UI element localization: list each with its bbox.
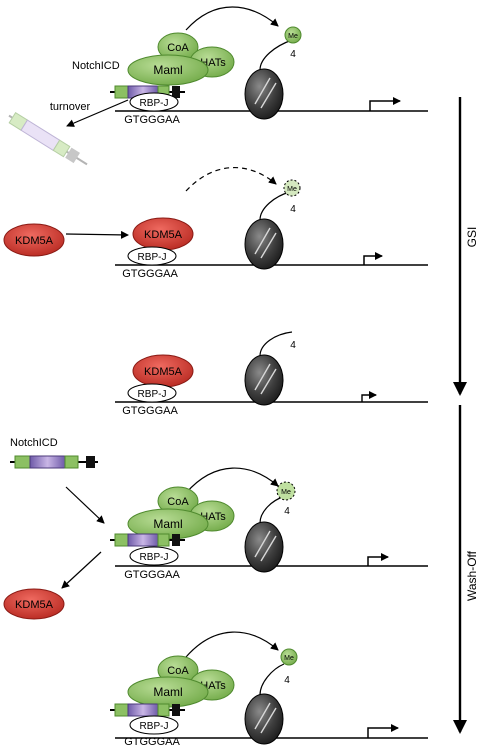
turnover-arrow [66, 99, 129, 127]
rbpj-label: RBP-J [140, 721, 169, 732]
kdm5a-label: KDM5A [144, 366, 183, 378]
washoff-timeline: Wash-Off [453, 405, 479, 734]
maml-label: Maml [153, 63, 182, 77]
histone-tail [259, 331, 293, 357]
nucleosome [244, 354, 284, 406]
kdm5a-label: KDM5A [15, 235, 54, 247]
coa-label: CoA [167, 496, 189, 508]
motif-label: GTGGGAA [124, 114, 180, 126]
me-label: Me [287, 186, 297, 193]
panel-3: 4 KDM5A RBP-J GTGGGAA [115, 331, 428, 417]
binding-arrow [65, 486, 105, 524]
kdm5a-label: KDM5A [144, 229, 183, 241]
washoff-label: Wash-Off [465, 550, 479, 601]
notchicd-label: NotchICD [72, 60, 120, 72]
histone-tail [259, 191, 291, 221]
maml-label: Maml [153, 685, 182, 699]
rbpj-label: RBP-J [140, 98, 169, 109]
panel-2: Me 4 KDM5A KDM5A RBP-J GTGGGAA [3, 167, 428, 280]
maml-label: Maml [153, 517, 182, 531]
maml-protein [127, 54, 209, 86]
me-mark-returning [276, 481, 296, 501]
hat-activity-arrow [185, 6, 279, 31]
me-label: Me [288, 33, 298, 40]
me-mark [284, 26, 302, 44]
tss-arrow [361, 391, 377, 402]
me-mark-fading [283, 179, 301, 197]
degraded-notchicd [8, 111, 88, 166]
panel-5: Me 4 CoA HATs Maml RBP-J GTGGGAA [110, 631, 428, 748]
k4-label: 4 [290, 204, 296, 215]
nucleosome [244, 693, 284, 745]
motif-label: GTGGGAA [122, 268, 178, 280]
motif-label: GTGGGAA [124, 736, 180, 748]
kdm5a-released [3, 588, 65, 620]
kdm5a-label: KDM5A [15, 599, 54, 611]
coa-label: CoA [167, 665, 189, 677]
notchicd-label: NotchICD [10, 437, 58, 449]
turnover-label: turnover [50, 101, 91, 113]
rbpj-label: RBP-J [140, 552, 169, 563]
k4-label: 4 [284, 675, 290, 686]
hat-activity-arrow [185, 467, 279, 494]
rbpj-protein [127, 383, 177, 403]
me-label: Me [281, 489, 291, 496]
motif-label: GTGGGAA [122, 405, 178, 417]
hat-activity-arrow [185, 631, 279, 658]
me-label: Me [284, 655, 294, 662]
rbpj-protein [129, 715, 179, 735]
histone-tail [259, 39, 293, 71]
k4-label: 4 [290, 49, 296, 60]
motif-label: GTGGGAA [124, 569, 180, 581]
tss-arrow [363, 252, 383, 265]
coa-label: CoA [167, 42, 189, 54]
nucleosome [244, 521, 284, 573]
notchicd-domain [110, 533, 185, 547]
tss-arrow [369, 97, 401, 111]
nucleosome [244, 218, 284, 270]
rbpj-protein [129, 546, 179, 566]
histone-tail [259, 496, 284, 524]
panel-4: NotchICD Me 4 CoA HATs Maml [3, 437, 428, 620]
gsi-timeline: GSI [453, 97, 479, 396]
k4-label: 4 [290, 340, 296, 351]
tss-arrow [367, 553, 389, 566]
rbpj-protein [129, 92, 179, 112]
rbpj-label: RBP-J [138, 252, 167, 263]
rbpj-protein [127, 246, 177, 266]
tss-arrow [367, 724, 399, 738]
release-arrow [61, 551, 102, 589]
rbpj-label: RBP-J [138, 389, 167, 400]
notchicd-domain-free [10, 455, 98, 469]
me-mark [280, 648, 298, 666]
nucleosome [244, 68, 284, 120]
gsi-label: GSI [465, 227, 479, 248]
histone-tail [259, 663, 285, 696]
k4-label: 4 [284, 506, 290, 517]
kdm5a-free [3, 223, 65, 257]
recruit-arrow [65, 230, 129, 239]
notchicd-domain [110, 703, 185, 717]
hat-activity-arrow-dashed [185, 167, 277, 192]
panel-1: Me 4 CoA HATs Maml NotchICD RBP-J GTGGGA… [8, 6, 428, 166]
